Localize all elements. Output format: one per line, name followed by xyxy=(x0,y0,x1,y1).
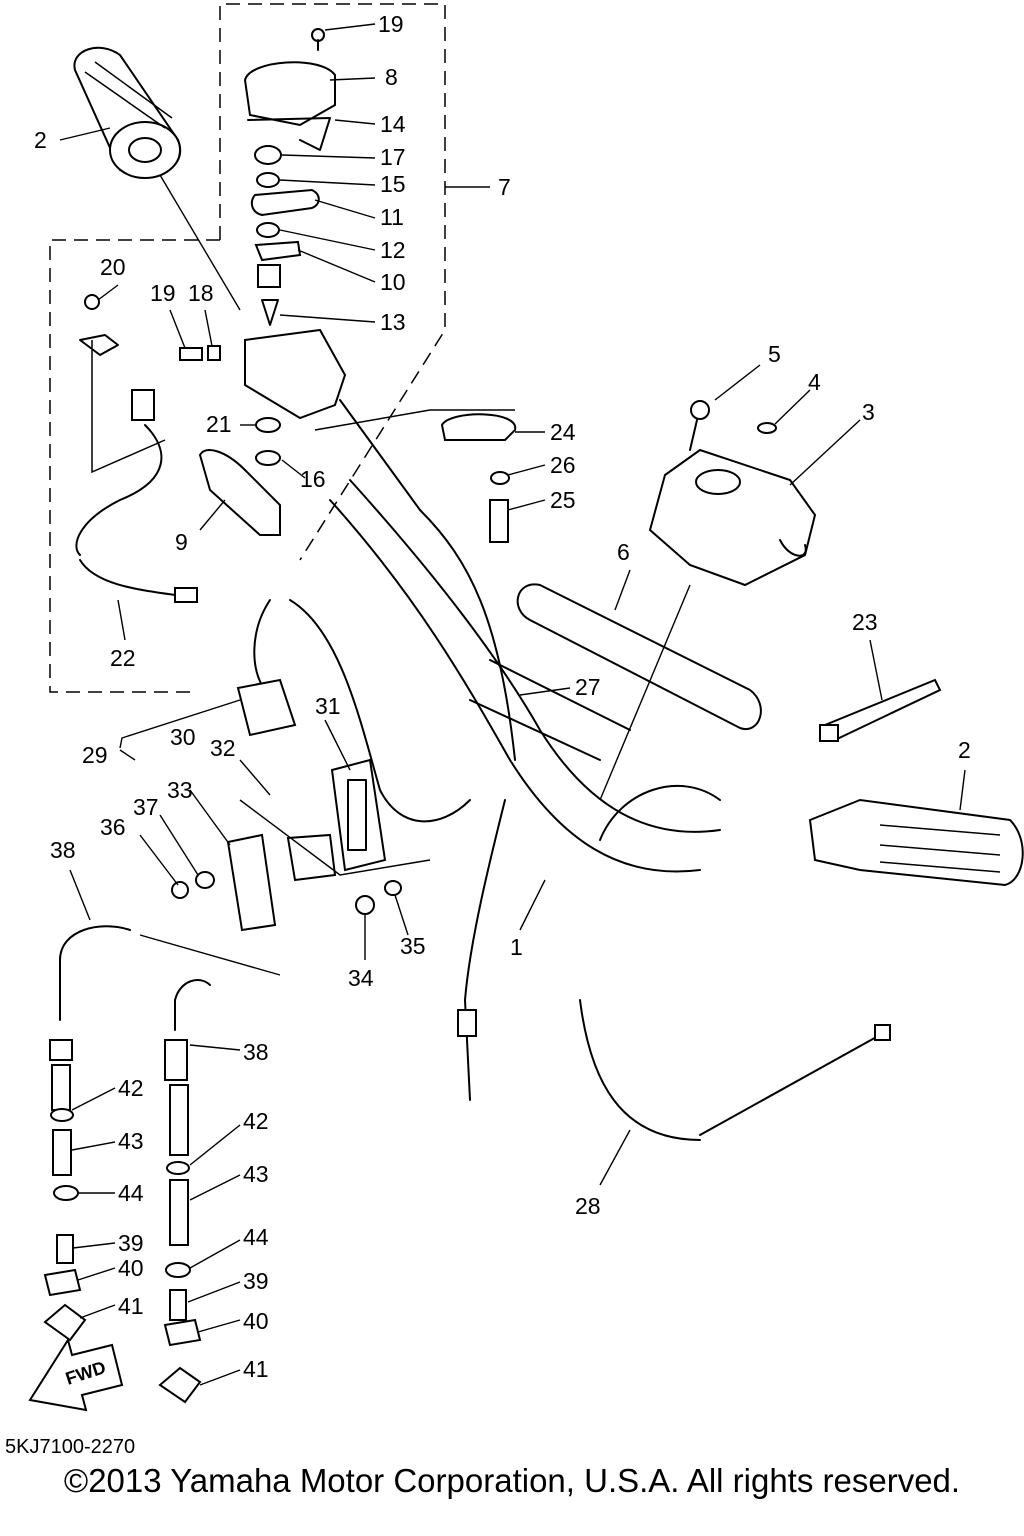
callout-43: 43 xyxy=(118,1128,144,1154)
fasteners-top-right xyxy=(689,400,777,451)
callout-2-2: 2 xyxy=(958,737,971,763)
callout-42: 42 xyxy=(118,1075,144,1101)
callout-27: 27 xyxy=(575,674,601,700)
handlebar xyxy=(329,479,721,873)
callout-32: 32 xyxy=(210,735,236,761)
callout-14: 14 xyxy=(380,111,406,137)
cable-stack-left xyxy=(43,925,131,1342)
callout-7: 7 xyxy=(498,174,511,200)
callout-13: 13 xyxy=(380,309,406,335)
callout-18: 18 xyxy=(188,280,214,306)
clamp-set xyxy=(314,409,517,543)
callout-34: 34 xyxy=(348,965,374,991)
callout-43-2: 43 xyxy=(243,1161,269,1187)
callout-17: 17 xyxy=(380,144,406,170)
grip-right xyxy=(808,798,1024,887)
callout-10: 10 xyxy=(380,269,406,295)
callout-29: 29 xyxy=(82,742,108,768)
callout-4: 4 xyxy=(808,369,821,395)
callout-39-2: 39 xyxy=(243,1268,269,1294)
handlebar-pad xyxy=(516,583,762,731)
callout-35: 35 xyxy=(400,933,426,959)
callout-11: 11 xyxy=(380,204,404,230)
callout-36: 36 xyxy=(100,814,126,840)
callout-44-2: 44 xyxy=(243,1224,269,1250)
callout-8: 8 xyxy=(385,64,398,90)
callout-42-2: 42 xyxy=(243,1108,269,1134)
switch-bodies xyxy=(171,758,431,932)
callout-23: 23 xyxy=(852,609,878,635)
handlebar-cover xyxy=(648,448,817,587)
switch-wiring xyxy=(75,294,198,603)
callout-6: 6 xyxy=(617,539,630,565)
brake-cables xyxy=(236,599,891,1141)
callout-39: 39 xyxy=(118,1230,144,1256)
callout-33: 33 xyxy=(167,777,193,803)
throttle-cable xyxy=(339,399,516,1101)
group-frames xyxy=(49,3,446,693)
grip-left xyxy=(73,46,182,179)
callout-28: 28 xyxy=(575,1193,601,1219)
callout-40-2: 40 xyxy=(243,1308,269,1334)
callout-19: 19 xyxy=(378,11,404,37)
callout-1: 1 xyxy=(510,934,523,960)
callout-25: 25 xyxy=(550,487,576,513)
callout-16: 16 xyxy=(300,466,326,492)
copyright-notice: ©2013 Yamaha Motor Corporation, U.S.A. A… xyxy=(63,1462,961,1499)
callout-12: 12 xyxy=(380,237,406,263)
callout-2: 2 xyxy=(34,127,47,153)
callout-38: 38 xyxy=(50,837,76,863)
drawing-code: 5KJ7100-2270 xyxy=(5,1436,136,1458)
callout-38-2: 38 xyxy=(243,1039,269,1065)
callout-15: 15 xyxy=(380,171,406,197)
callout-20: 20 xyxy=(100,254,126,280)
callout-numbers: 1223456789101112131415161718191920212223… xyxy=(34,11,971,1382)
callout-41: 41 xyxy=(118,1293,144,1319)
callout-41-2: 41 xyxy=(243,1356,269,1382)
callout-40: 40 xyxy=(118,1255,144,1281)
callout-37: 37 xyxy=(133,794,159,820)
callout-24: 24 xyxy=(550,419,576,445)
callout-31: 31 xyxy=(315,693,341,719)
callout-22: 22 xyxy=(110,645,136,671)
callout-3: 3 xyxy=(862,399,875,425)
callout-21: 21 xyxy=(206,411,232,437)
cable-tie xyxy=(819,678,942,742)
callout-26: 26 xyxy=(550,452,576,478)
cable-stack-right xyxy=(158,979,211,1404)
exploded-parts-diagram: FWD xyxy=(28,3,1024,1412)
callout-30: 30 xyxy=(170,724,196,750)
leader-lines xyxy=(59,23,966,1386)
callout-9: 9 xyxy=(175,529,188,555)
fwd-direction-arrow: FWD xyxy=(28,1337,124,1412)
callout-44: 44 xyxy=(118,1180,144,1206)
throttle-housing-parts xyxy=(179,28,347,536)
callout-19-2: 19 xyxy=(150,280,176,306)
callout-5: 5 xyxy=(768,341,781,367)
